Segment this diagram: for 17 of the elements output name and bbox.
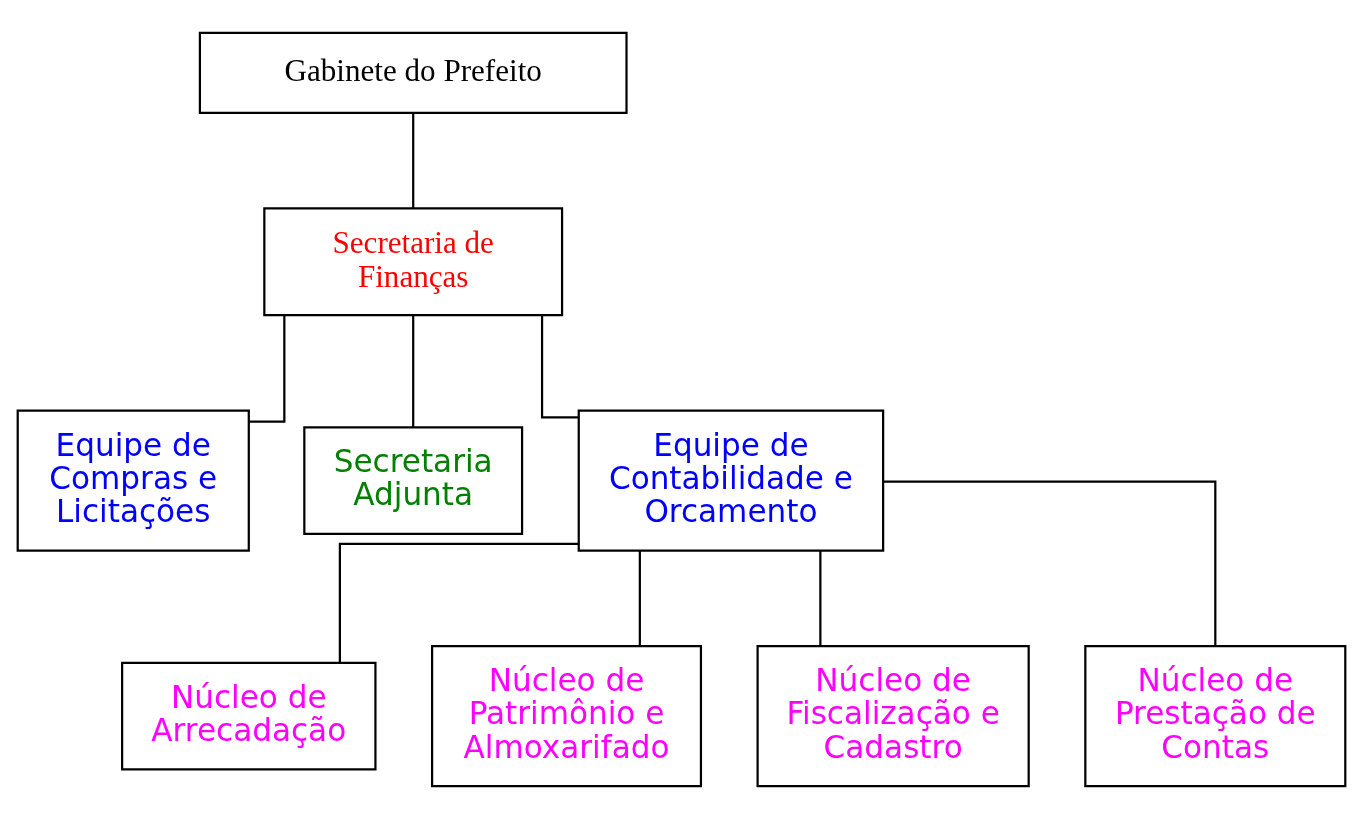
connector [249,315,286,423]
node-box: Núcleo de Prestação de Contas [1084,645,1347,788]
node-box: Núcleo de Arrecadação [121,661,377,771]
node-box: Gabinete do Prefeito [198,31,628,114]
connector [412,315,415,427]
node-box: Secretaria Adjunta [303,426,524,536]
connector [638,550,641,646]
node-box: Equipe de Compras e Licitações [16,409,250,552]
connector [883,480,1217,646]
connector [412,112,415,209]
connector [338,542,579,663]
node-box: Equipe de Contabilidade e Orcamento [577,409,885,552]
node-box: Secretaria de Finanças [263,207,564,317]
node-box: Núcleo de Patrimônio e Almoxarifado [430,645,703,788]
node-box: Núcleo de Fiscalização e Cadastro [756,645,1030,788]
connector [819,550,822,646]
connector [540,315,579,419]
